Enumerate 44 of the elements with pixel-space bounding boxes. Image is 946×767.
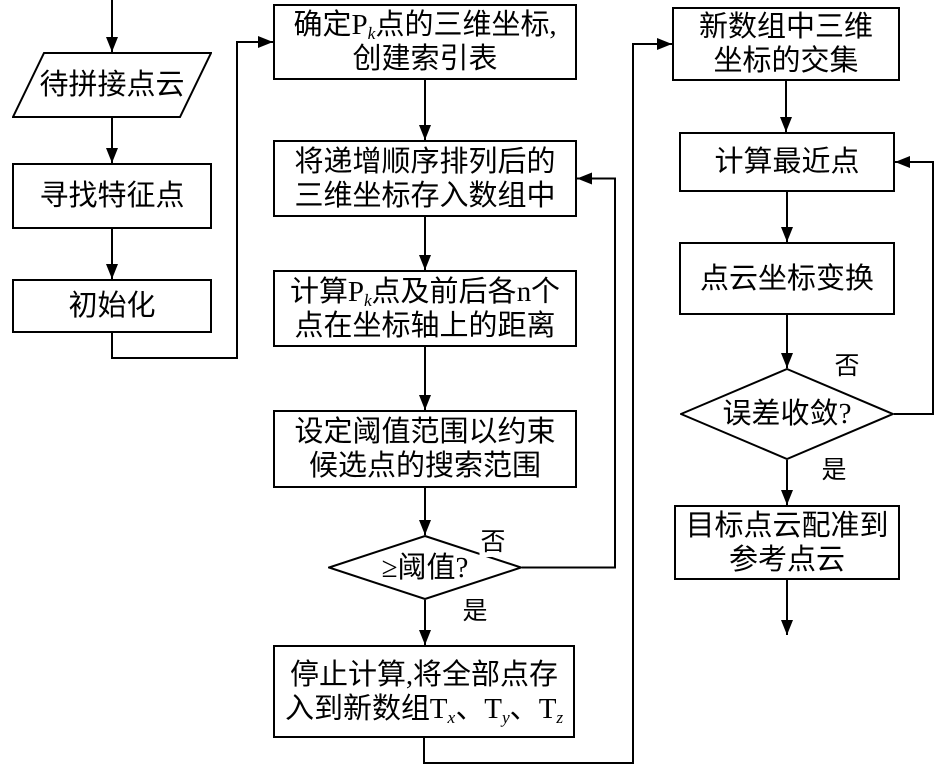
decision-text: ≥阈值? <box>382 550 468 584</box>
arrow <box>894 156 934 415</box>
arrow <box>423 38 672 764</box>
arrow <box>781 315 793 368</box>
arrow <box>106 229 118 279</box>
step-text: 将递增顺序排列后的三维坐标存入数组中 <box>294 144 556 212</box>
step-text: 寻找特征点 <box>40 179 184 213</box>
arrow <box>781 192 793 242</box>
process-box <box>273 270 577 347</box>
arrow <box>419 217 431 270</box>
arrow <box>419 488 431 535</box>
step-text: 计算P$_{k}$点及前后各n个点在坐标轴上的距离 <box>288 274 562 342</box>
arrow <box>106 118 118 163</box>
process-box <box>273 140 577 217</box>
arrow <box>780 81 792 132</box>
arrow <box>106 0 118 52</box>
arrow <box>419 80 431 140</box>
process-box <box>679 132 895 192</box>
process-box <box>672 7 900 81</box>
edge-label: 否 <box>480 529 506 557</box>
step-text: 新数组中三维坐标的交集 <box>698 10 874 78</box>
step-text: 点云坐标变换 <box>700 262 874 296</box>
arrow <box>781 580 793 635</box>
arrow <box>522 172 616 568</box>
process-box <box>273 645 575 738</box>
arrow <box>781 460 793 505</box>
process-box <box>679 242 895 315</box>
step-text: 计算最近点 <box>714 145 860 179</box>
process-box <box>12 163 212 229</box>
process-box <box>273 4 577 80</box>
process-box <box>674 505 900 580</box>
step-text: 确定P$_{k}$点的三维坐标,创建索引表 <box>292 8 558 76</box>
arrow <box>419 600 431 645</box>
step-text: 待拼接点云 <box>40 68 184 102</box>
input-parallelogram <box>12 52 212 118</box>
step-text: 设定阈值范围以约束候选点的搜索范围 <box>294 415 556 483</box>
arrow <box>111 36 273 359</box>
process-box <box>12 279 212 333</box>
step-text: 目标点云配准到参考点云 <box>684 508 890 576</box>
arrow <box>419 347 431 410</box>
decision-text: 误差收敛? <box>722 397 852 431</box>
process-box <box>273 410 577 488</box>
step-text: 初始化 <box>68 289 156 323</box>
step-text: 停止计算,将全部点存入到新数组T$_{x}$、T$_{y}$、T$_{z}$ <box>284 658 564 726</box>
